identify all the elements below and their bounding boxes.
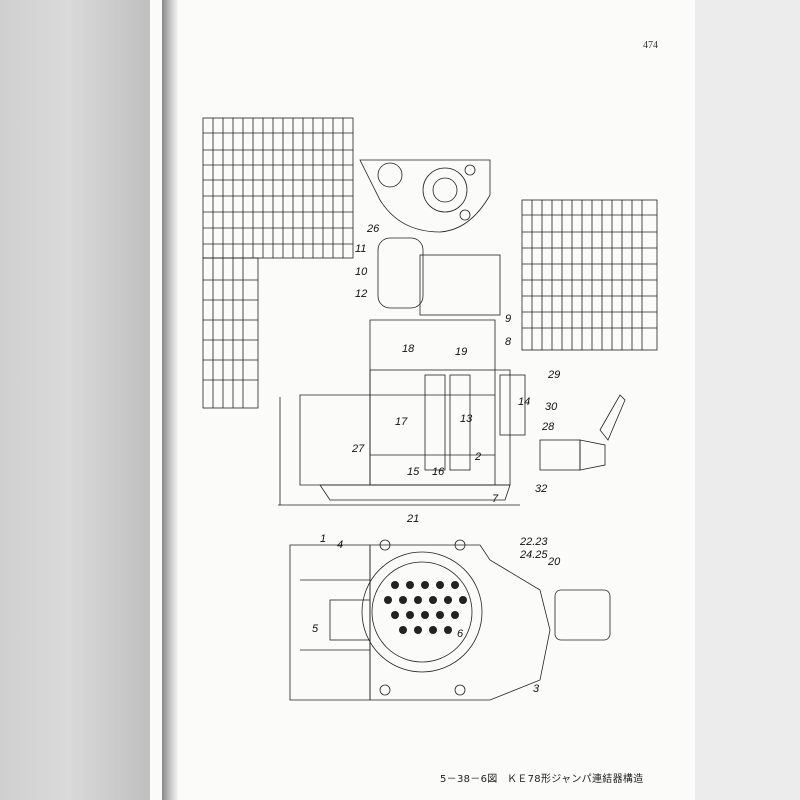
callout-20: 20 (547, 556, 561, 568)
parts-table-left-lower (202, 257, 259, 409)
callout-26: 26 (366, 223, 380, 235)
callout-32: 32 (535, 483, 547, 495)
callout-9: 9 (505, 313, 511, 325)
callout-5: 5 (312, 623, 319, 635)
page-gutter (162, 0, 178, 800)
callout-27: 27 (351, 443, 365, 455)
callout-29: 29 (547, 369, 560, 381)
callout-19: 19 (455, 346, 467, 358)
callout-7: 7 (492, 493, 499, 505)
callout-28: 28 (541, 421, 555, 433)
top-flange-view (359, 159, 491, 233)
callout-18: 18 (402, 343, 415, 355)
callout-13: 13 (460, 413, 473, 425)
callout-4: 4 (337, 539, 343, 551)
figure-caption: 5－38－6図 ＫＥ78形ジャンパ連結器構造 (440, 770, 649, 785)
callout-15: 15 (407, 466, 420, 478)
book-spine-shadow (0, 0, 170, 800)
figure-title: ＫＥ78形ジャンパ連結器構造 (507, 774, 644, 785)
callout-2: 2 (474, 451, 481, 463)
callout-11: 11 (355, 243, 366, 255)
callout-12: 12 (355, 288, 367, 300)
callout-3: 3 (533, 683, 540, 695)
scan-background (695, 0, 800, 800)
callout-22-23: 22.23 (519, 536, 548, 548)
figure-number: 5－38－6図 (440, 774, 498, 785)
callout-21: 21 (406, 513, 419, 525)
callout-24-25: 24.25 (519, 549, 548, 561)
parts-table-left (202, 117, 354, 259)
front-view-holes (384, 581, 467, 634)
parts-table-right (521, 199, 658, 351)
page-number: 474 (643, 40, 658, 51)
callout-14: 14 (518, 396, 530, 408)
side-section-view (278, 237, 626, 506)
callout-30: 30 (545, 401, 558, 413)
callout-8: 8 (505, 336, 512, 348)
front-view (289, 539, 611, 701)
callout-1: 1 (320, 533, 326, 545)
callout-16: 16 (432, 466, 445, 478)
callout-6: 6 (457, 628, 464, 640)
callout-17: 17 (395, 416, 408, 428)
callout-10: 10 (355, 266, 368, 278)
